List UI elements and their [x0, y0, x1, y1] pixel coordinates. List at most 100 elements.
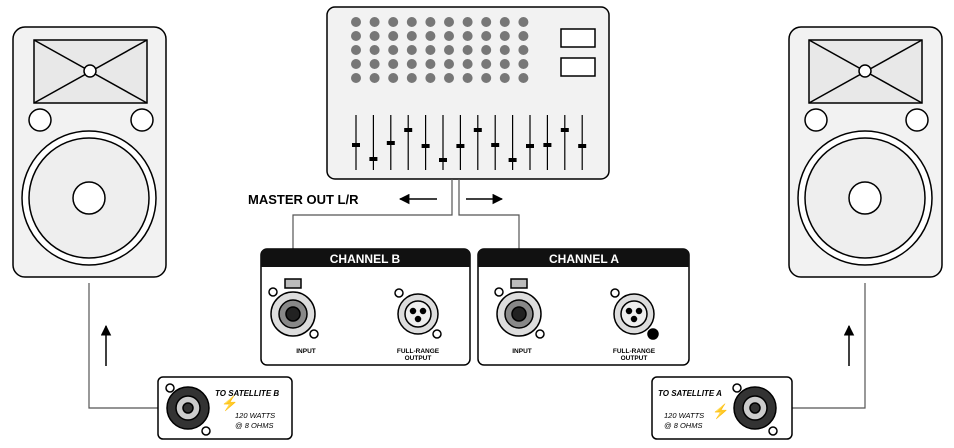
fader-cap	[369, 157, 378, 161]
satellite-b-box: TO SATELLITE B ⚡ 120 WATTS @ 8 OHMS	[157, 376, 293, 440]
mixer-knob	[462, 59, 473, 69]
channel-b-input-jack	[268, 278, 319, 339]
satellite-a-ohms: @ 8 OHMS	[664, 421, 702, 430]
mixer-knob	[425, 45, 436, 55]
mixer-knob	[518, 17, 529, 27]
mixer-knob	[481, 17, 492, 27]
cable-satellite-b	[88, 283, 158, 409]
mixer-knob	[481, 31, 492, 41]
mixer-knob	[518, 31, 529, 41]
mixer-knob	[444, 45, 454, 55]
satellite-b-watts: 120 WATTS	[235, 411, 275, 420]
mixer-knob	[462, 45, 473, 55]
mixer-knob	[406, 73, 417, 83]
mixer-knob	[369, 59, 380, 69]
channel-b-panel: CHANNEL B INPUT FULL-RANGE OUTPUT	[260, 248, 471, 366]
fader-cap	[560, 128, 569, 132]
mixer-knob	[351, 31, 361, 41]
mixer-knob	[444, 31, 454, 41]
cables	[88, 179, 866, 409]
channel-a-panel: CHANNEL A INPUT FULL-RANGE OUTPUT	[477, 248, 690, 366]
satellite-a-watts: 120 WATTS	[664, 411, 704, 420]
fader-cap	[386, 141, 395, 145]
channel-a-output-label-1: FULL-RANGE	[613, 348, 656, 355]
fader-cap	[578, 144, 587, 148]
fader-cap	[473, 128, 482, 132]
fader-cap	[456, 144, 465, 148]
mixer-knob	[406, 31, 417, 41]
mixer-knob	[369, 73, 380, 83]
mixer-knob	[499, 59, 510, 69]
fader-cap	[421, 144, 430, 148]
master-out-label: MASTER OUT L/R	[248, 192, 359, 207]
channel-a-output-label-2: OUTPUT	[621, 355, 648, 362]
mixer-knob	[406, 17, 417, 27]
channel-b-output-jack	[394, 288, 442, 339]
mixer-knob	[481, 59, 492, 69]
mixer-knob	[444, 17, 454, 27]
mixer-knob	[388, 59, 399, 69]
mixer	[326, 6, 610, 180]
mixer-knob	[518, 73, 529, 83]
mixer-knob	[351, 17, 361, 27]
channel-a-input-jack	[494, 278, 545, 339]
fader-cap	[404, 128, 413, 132]
fader-cap	[439, 158, 447, 162]
fader-cap	[508, 158, 517, 162]
fader-cap	[352, 143, 360, 147]
mixer-knob	[518, 59, 529, 69]
mixer-knob	[369, 17, 380, 27]
mixer-faders	[352, 115, 587, 170]
lightning-icon: ⚡	[221, 395, 238, 412]
mixer-knob	[425, 31, 436, 41]
satellite-b-speakon-jack	[165, 383, 211, 436]
satellite-a-box: TO SATELLITE A 120 WATTS @ 8 OHMS ⚡	[651, 376, 793, 440]
satellite-a-speakon-jack	[732, 383, 778, 436]
cable-satellite-a	[792, 283, 866, 409]
satellite-b-ohms: @ 8 OHMS	[235, 421, 273, 430]
mixer-knob	[351, 59, 361, 69]
channel-b-title: CHANNEL B	[330, 252, 401, 266]
mixer-knob	[369, 45, 380, 55]
channel-b-input-label: INPUT	[296, 348, 316, 355]
mixer-knob	[351, 45, 361, 55]
mixer-knob	[406, 45, 417, 55]
satellite-a-title: TO SATELLITE A	[658, 389, 722, 398]
mixer-knob	[481, 73, 492, 83]
mixer-knobs	[351, 17, 529, 83]
lightning-icon: ⚡	[712, 403, 729, 420]
right-speaker	[788, 26, 943, 278]
mixer-knob	[425, 17, 436, 27]
mixer-knob	[462, 73, 473, 83]
mixer-knob	[388, 73, 399, 83]
mixer-knob	[425, 73, 436, 83]
left-speaker	[12, 26, 167, 278]
channel-b-output-label-1: FULL-RANGE	[397, 348, 440, 355]
mixer-display-2	[560, 57, 596, 77]
fader-cap	[526, 144, 534, 148]
mixer-knob	[388, 31, 399, 41]
mixer-knob	[369, 31, 380, 41]
mixer-knob	[462, 31, 473, 41]
fader-cap	[543, 143, 552, 147]
mixer-knob	[499, 73, 510, 83]
arrows	[100, 193, 855, 366]
mixer-knob	[425, 59, 436, 69]
mixer-knob	[388, 17, 399, 27]
satellite-b-title: TO SATELLITE B	[215, 389, 279, 398]
fader-cap	[491, 143, 500, 147]
mixer-knob	[351, 73, 361, 83]
mixer-knob	[499, 31, 510, 41]
mixer-knob	[388, 45, 399, 55]
mixer-knob	[499, 45, 510, 55]
mixer-knob	[499, 17, 510, 27]
mixer-knob	[481, 45, 492, 55]
channel-a-input-label: INPUT	[512, 348, 532, 355]
mixer-display-1	[560, 28, 596, 48]
channel-a-title: CHANNEL A	[549, 252, 619, 266]
mixer-knob	[444, 73, 454, 83]
channel-a-output-jack	[610, 288, 659, 340]
mixer-knob	[444, 59, 454, 69]
